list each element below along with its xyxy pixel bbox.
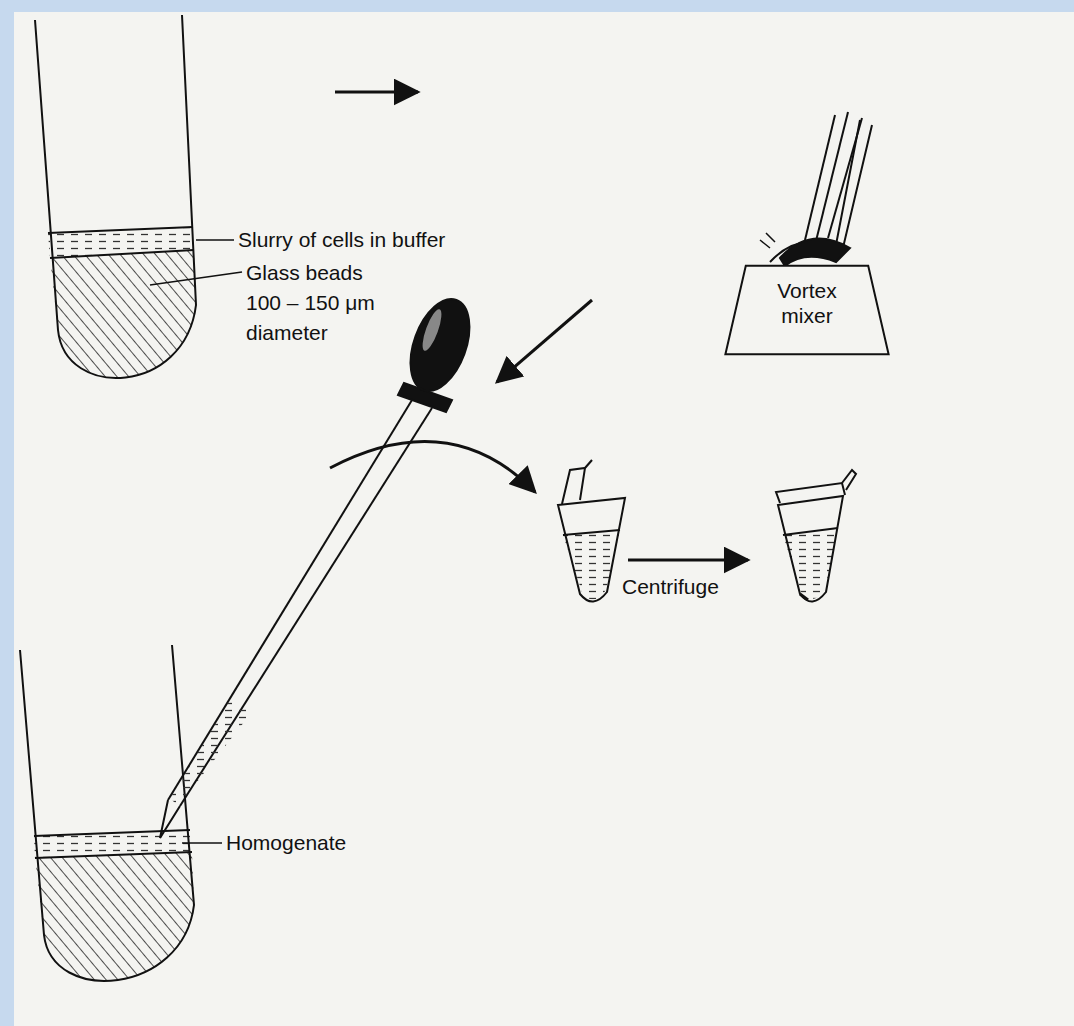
vortex-mixer: Vortex mixer — [722, 264, 892, 356]
part-label: Glass beads 100 – 150 μm diameter — [246, 258, 396, 348]
shaking-tube — [760, 112, 872, 266]
step-label: Centrifuge — [622, 572, 782, 602]
pipette — [160, 291, 481, 838]
part-label: Slurry of cells in buffer — [238, 225, 568, 255]
step-arrow — [330, 442, 535, 492]
step-arrow — [497, 300, 592, 382]
test-tube — [20, 645, 222, 981]
microcentrifuge-tube — [776, 470, 856, 602]
trapezoid-outline — [725, 266, 888, 354]
page-ground — [14, 12, 1074, 1026]
microcentrifuge-tube — [558, 460, 625, 602]
test-tube — [35, 15, 242, 378]
part-label: Homogenate — [226, 828, 426, 858]
node-text: Vortex mixer — [752, 278, 862, 328]
step-arrow — [335, 91, 418, 94]
step-arrow — [628, 559, 748, 562]
